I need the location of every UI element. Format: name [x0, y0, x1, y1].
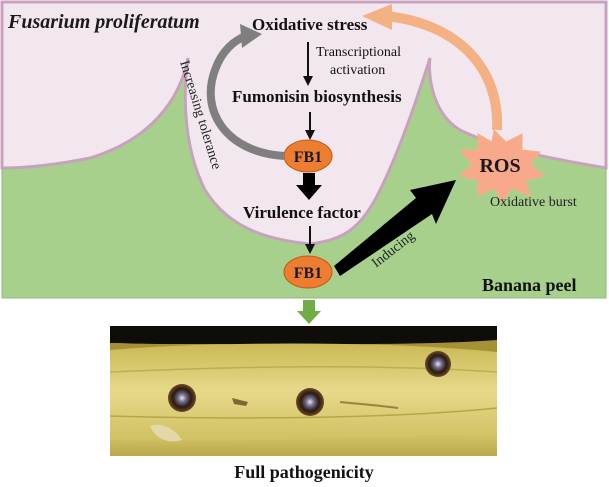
ros-feedback-arrow: [362, 4, 503, 131]
oxidative-burst-label: Oxidative burst: [490, 195, 577, 210]
transcriptional-label-line2: activation: [330, 63, 385, 78]
transcriptional-arrow: [303, 42, 313, 86]
increasing-tolerance-arrow: [206, 24, 285, 160]
oxidative-stress-label: Oxidative stress: [252, 15, 368, 34]
fb1-to-virulence-arrow: [296, 173, 322, 200]
virulence-to-fb1-arrow: [305, 226, 315, 254]
organism-label: Fusarium proliferatum: [7, 11, 200, 33]
fb1-node-bottom: FB1: [283, 255, 333, 289]
full-pathogenicity-label: Full pathogenicity: [234, 462, 374, 482]
lesion-spot: [296, 388, 324, 416]
fumonisin-biosynthesis-label: Fumonisin biosynthesis: [232, 87, 402, 106]
banana-photo: [109, 326, 498, 456]
pathogenicity-down-arrow: [297, 300, 321, 324]
biosynthesis-to-fb1-arrow: [305, 112, 315, 140]
ros-burst: ROS: [458, 128, 546, 203]
ros-label: ROS: [479, 155, 520, 177]
transcriptional-label-line1: Transcriptional: [316, 45, 401, 60]
fb1-top-label: FB1: [294, 149, 322, 166]
lesion-spot: [425, 351, 451, 377]
fb1-bottom-label: FB1: [294, 265, 322, 282]
lesion-spot: [168, 384, 196, 412]
inducing-arrow: [334, 180, 456, 276]
fb1-node-top: FB1: [283, 139, 333, 173]
banana-peel-label: Banana peel: [482, 275, 577, 295]
virulence-factor-label: Virulence factor: [243, 203, 361, 222]
